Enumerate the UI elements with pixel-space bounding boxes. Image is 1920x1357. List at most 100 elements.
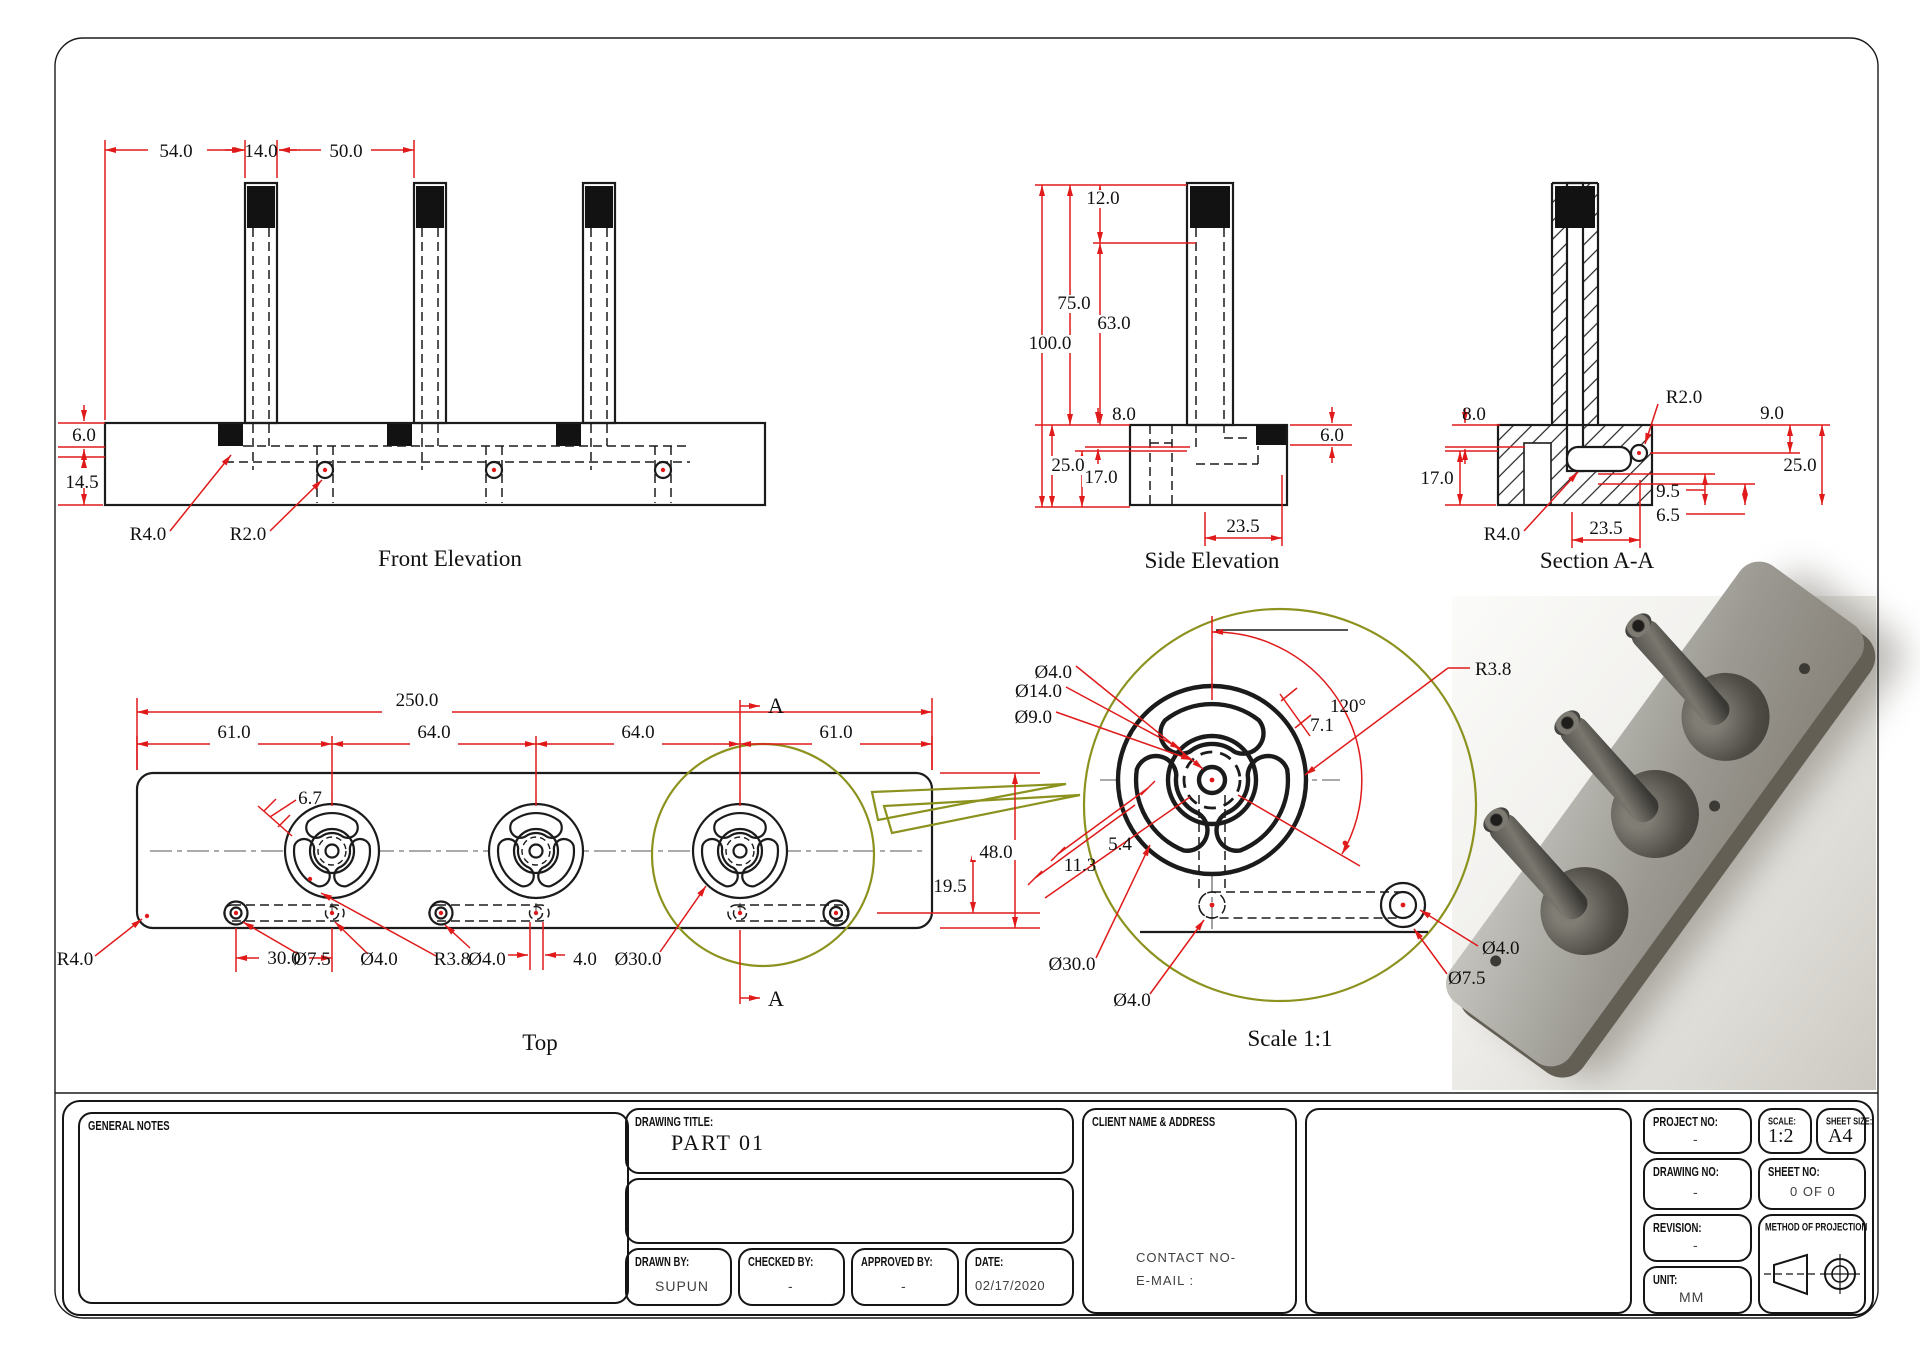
side-caption: Side Elevation — [1145, 548, 1280, 573]
top-dim-48: 48.0 — [979, 842, 1012, 863]
top-view: 250.0 61.0 64.0 64.0 61.0 6.7 48.0 19.5 … — [57, 690, 1081, 1055]
detail-dim-120: 120° — [1330, 696, 1366, 717]
top-dim-19-5: 19.5 — [933, 876, 966, 897]
general-notes-label: GENERAL NOTES — [88, 1119, 170, 1134]
front-hidden-lines — [225, 228, 690, 503]
render-hole — [1706, 798, 1723, 814]
top-dim-6-7: 6.7 — [298, 788, 322, 809]
drawing-no-label: DRAWING NO: — [1653, 1165, 1719, 1180]
side-dim-63: 63.0 — [1097, 313, 1130, 334]
project-no-box: PROJECT NO: - — [1643, 1108, 1752, 1154]
approved-by-value: - — [901, 1278, 907, 1294]
scale-value: 1:2 — [1768, 1125, 1794, 1147]
projection-label: METHOD OF PROJECTION — [1765, 1221, 1868, 1234]
drawn-by-box: DRAWN BY: SUPUN — [625, 1248, 732, 1306]
checked-by-label: CHECKED BY: — [748, 1255, 814, 1270]
detail-label-d9: Ø9.0 — [1015, 707, 1052, 728]
top-label-d4a: Ø4.0 — [360, 949, 397, 970]
top-slots — [144, 876, 850, 927]
title-spare-box — [625, 1178, 1074, 1244]
detail-circle-marker — [650, 742, 876, 968]
detail-dim-7-1: 7.1 — [1310, 715, 1334, 736]
section-dimensions — [1445, 403, 1830, 548]
front-elevation-view: 54.0 14.0 50.0 6.0 14.5 R4.0 R2.0 Front … — [58, 140, 767, 571]
checked-by-value: - — [788, 1278, 794, 1294]
side-dim-12: 12.0 — [1086, 188, 1119, 209]
drawing-no-value: - — [1693, 1184, 1699, 1200]
drawing-no-box: DRAWING NO: - — [1643, 1158, 1752, 1210]
sheet-no-box: SHEET NO: 0 OF 0 — [1758, 1158, 1866, 1210]
detail-dim-5-4: 5.4 — [1108, 834, 1132, 855]
project-no-label: PROJECT NO: — [1653, 1115, 1718, 1130]
front-dim-54: 54.0 — [159, 141, 192, 162]
render-hole — [1796, 660, 1813, 677]
top-label-r3-8: R3.8 — [434, 949, 470, 970]
side-dimensions — [1035, 184, 1352, 546]
unit-label: UNIT: — [1653, 1273, 1678, 1288]
top-section-marker-a-top: A — [768, 693, 784, 718]
approved-by-label: APPROVED BY: — [861, 1255, 933, 1270]
client-box: CLIENT NAME & ADDRESS CONTACT NO- E-MAIL… — [1082, 1108, 1297, 1314]
top-dim-4: 4.0 — [573, 949, 597, 970]
detail-dim-11-3: 11.3 — [1064, 855, 1097, 876]
render-post-tip — [1620, 608, 1657, 644]
unit-value: MM — [1679, 1289, 1705, 1305]
top-section-marker-a-bottom: A — [768, 986, 784, 1011]
projection-symbol — [1764, 1253, 1860, 1296]
sheet-size-value: A4 — [1828, 1125, 1853, 1147]
side-dim-100: 100.0 — [1029, 333, 1072, 354]
top-dim-64b: 64.0 — [621, 722, 654, 743]
render-post-tip — [1478, 802, 1515, 838]
side-dim-25: 25.0 — [1051, 455, 1084, 476]
top-label-d7-5: Ø7.5 — [293, 949, 330, 970]
side-dim-23-5: 23.5 — [1226, 516, 1259, 537]
client-contact-no: CONTACT NO- — [1136, 1250, 1237, 1265]
top-dimensions — [94, 698, 1040, 1004]
title-band — [62, 1100, 1874, 1316]
scale-label: SCALE: — [1768, 1115, 1796, 1128]
drawn-by-value: SUPUN — [655, 1278, 710, 1294]
front-label-r2: R2.0 — [230, 524, 266, 545]
detail-label-d4-top: Ø4.0 — [1035, 662, 1072, 683]
section-aa-view: 8.0 R2.0 9.0 25.0 17.0 9.5 6.5 R4.0 23.5… — [1420, 181, 1830, 573]
top-label-r4: R4.0 — [57, 949, 93, 970]
front-caption: Front Elevation — [378, 546, 522, 571]
logo-spare-box — [1305, 1108, 1632, 1314]
front-dim-6: 6.0 — [72, 425, 96, 446]
render-hole — [1488, 953, 1504, 969]
projection-box: METHOD OF PROJECTION — [1758, 1214, 1868, 1314]
top-dim-30: 30.0 — [267, 948, 300, 969]
front-dim-50: 50.0 — [329, 141, 362, 162]
detail-callout-arrow — [870, 782, 1067, 822]
sheet-no-value: 0 OF 0 — [1790, 1184, 1836, 1199]
date-value: 02/17/2020 — [975, 1278, 1046, 1293]
top-caption: Top — [522, 1030, 557, 1055]
section-dim-9: 9.0 — [1760, 403, 1784, 424]
side-dim-75: 75.0 — [1057, 293, 1090, 314]
top-label-d4b: Ø4.0 — [468, 949, 505, 970]
sheet-size-box: SHEET SIZE: A4 — [1816, 1108, 1872, 1154]
approved-by-box: APPROVED BY: - — [851, 1248, 959, 1306]
drawn-by-label: DRAWN BY: — [635, 1255, 690, 1270]
front-label-r4: R4.0 — [130, 524, 166, 545]
section-dim-25: 25.0 — [1783, 455, 1816, 476]
detail-label-d14: Ø14.0 — [1015, 681, 1062, 702]
drawing-title-box: DRAWING TITLE: PART 01 — [625, 1108, 1074, 1174]
render-post-tip — [1549, 705, 1586, 741]
front-posts — [218, 181, 617, 446]
section-dim-6-5: 6.5 — [1656, 505, 1680, 526]
scale-box: SCALE: 1:2 — [1758, 1108, 1812, 1154]
side-dim-8: 8.0 — [1112, 404, 1136, 425]
top-dim-61a: 61.0 — [217, 722, 250, 743]
section-label-r2: R2.0 — [1666, 387, 1702, 408]
side-hidden-lines — [1149, 228, 1259, 505]
revision-label: REVISION: — [1653, 1221, 1702, 1236]
front-dim-14-5: 14.5 — [65, 472, 98, 493]
side-dim-6: 6.0 — [1320, 425, 1344, 446]
detail-view: 120° 7.1 Ø4.0 Ø14.0 Ø9.0 5.4 11.3 R3.8 Ø… — [1015, 607, 1519, 1051]
render-photo — [1436, 552, 1886, 1090]
detail-label-d30: Ø30.0 — [1049, 954, 1096, 975]
revision-box: REVISION: - — [1643, 1214, 1752, 1262]
section-dim-17: 17.0 — [1420, 468, 1453, 489]
